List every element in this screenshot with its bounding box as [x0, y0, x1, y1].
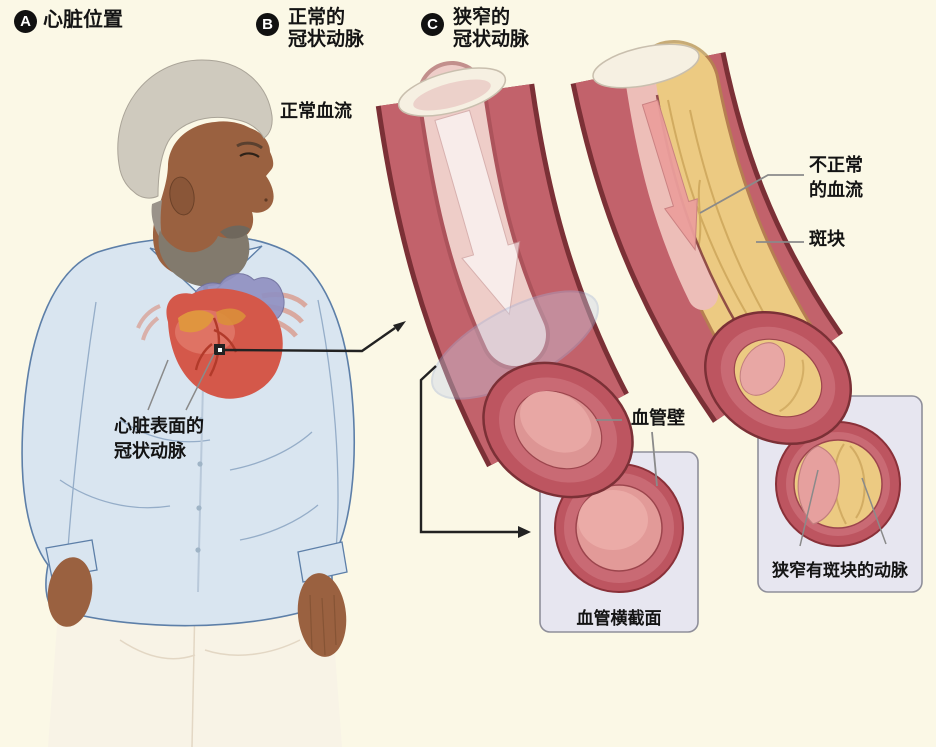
label-vessel-wall: 血管壁 [631, 408, 685, 428]
head [117, 59, 274, 287]
panel-b-title-line1: 正常的 [288, 7, 346, 28]
label-heart-surface-line2: 冠状动脉 [114, 441, 186, 461]
narrowed-flow-arrow [641, 99, 698, 252]
caption-vessel-cross-section: 血管横截面 [576, 609, 662, 628]
panel-b-title-line2: 冠状动脉 [288, 29, 365, 50]
panel-b-badge: B [256, 13, 279, 36]
panel-c-title-line2: 冠状动脉 [453, 29, 530, 50]
panel-a-badge: A [14, 10, 37, 33]
annotation-lines [147, 174, 887, 547]
leader-heart-surface [147, 353, 215, 411]
leader-narrowed-ring [799, 469, 887, 547]
caption-narrowed-artery: 狭窄有斑块的动脉 [772, 561, 908, 580]
leader-abnormal-flow [699, 174, 804, 214]
panel-c-title: 狭窄的 冠状动脉 [453, 7, 529, 51]
hands [47, 557, 347, 657]
label-plaque: 斑块 [809, 229, 845, 249]
label-abnormal-flow-line2: 的血流 [809, 180, 863, 200]
label-heart-surface: 心脏表面的 冠状动脉 [114, 414, 204, 464]
normal-flow-arrow [434, 109, 521, 316]
pants [48, 585, 342, 747]
man-figure [21, 59, 355, 747]
label-abnormal-flow-line1: 不正常 [809, 155, 863, 175]
artery-cut-end [592, 43, 700, 89]
panel-c-title-line1: 狭窄的 [453, 7, 511, 28]
heart-illustration [136, 273, 308, 399]
panel-b-title: 正常的 冠状动脉 [288, 7, 364, 51]
artery-normal [375, 61, 634, 499]
leader-vessel-wall-box [651, 431, 658, 487]
panel-c-badge: C [421, 13, 444, 36]
label-abnormal-flow: 不正常 的血流 [809, 153, 863, 203]
label-heart-surface-line1: 心脏表面的 [114, 416, 204, 436]
artery-normal-end-ring [482, 361, 634, 499]
artery-narrowed [570, 40, 853, 446]
artery-narrowed-end-ring [703, 310, 853, 446]
arrowhead [393, 321, 406, 332]
label-normal-flow: 正常血流 [280, 101, 352, 121]
panel-a-title: 心脏位置 [43, 9, 123, 31]
arrowhead [518, 526, 531, 538]
